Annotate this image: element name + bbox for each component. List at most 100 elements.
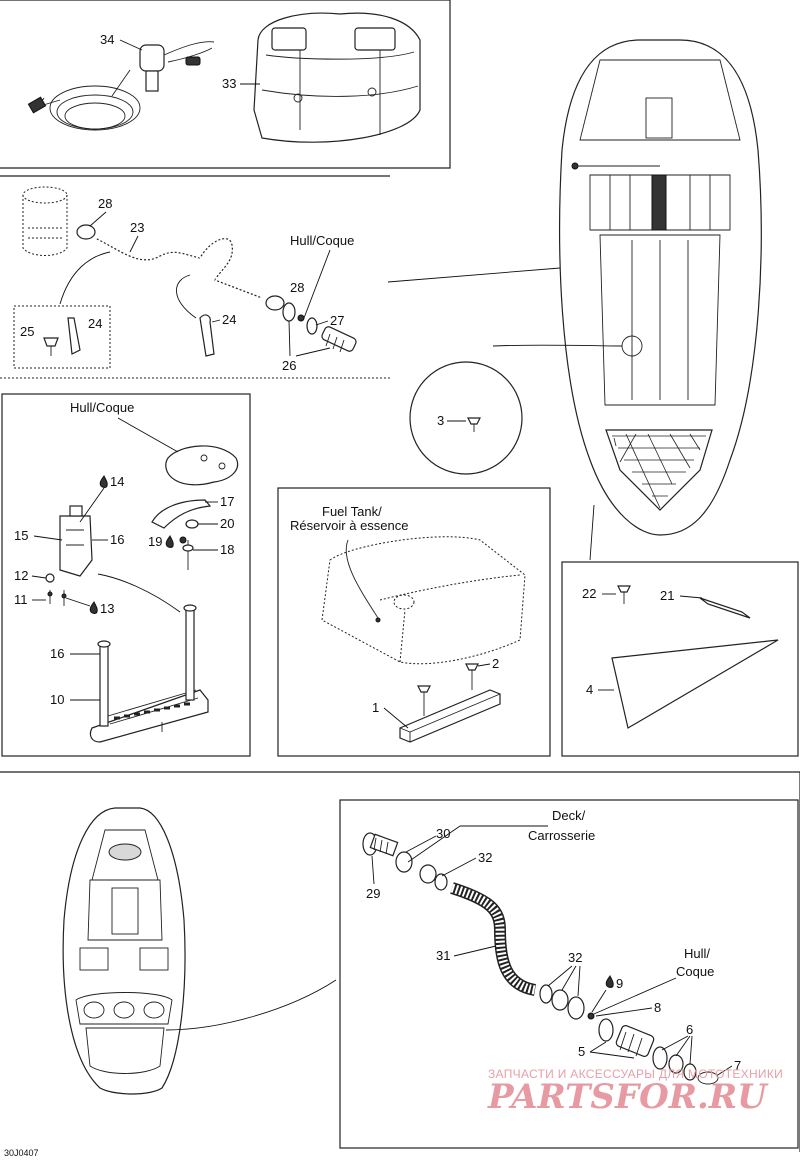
callout-12: 12 (14, 568, 28, 583)
strip-21 (699, 597, 751, 619)
hull-fitting-26 (321, 326, 357, 353)
support-block-1 (399, 689, 501, 743)
callout-28b: 28 (290, 280, 304, 295)
panel-bilge-pump-frame (0, 0, 451, 169)
watermark-line2: PARTSFOR.RU (487, 1077, 769, 1117)
caption-coque-b: Coque (676, 964, 714, 979)
hose-clamp-28a (76, 224, 96, 240)
callout-29: 29 (366, 886, 380, 901)
detail-circle-3 (409, 361, 523, 475)
fuel-tank-sketch (321, 536, 526, 665)
panel-fuel-tank-frame (277, 487, 551, 757)
callout-7: 7 (734, 1058, 741, 1073)
nut-32a (419, 864, 437, 884)
watercraft-deck-view (62, 807, 186, 1095)
bilge-pump-bracket-33 (253, 12, 421, 143)
drain-fitting-29 (362, 832, 399, 857)
callout-5: 5 (578, 1044, 585, 1059)
callout-13: 13 (100, 601, 114, 616)
hull-mount-plate (165, 445, 239, 486)
caption-hull-coque-a: Hull/Coque (290, 233, 354, 248)
callout-11: 11 (14, 592, 28, 607)
panel-hull-plate-frame (561, 561, 799, 757)
callout-25: 25 (20, 324, 34, 339)
screws-11-12 (45, 573, 67, 606)
clamp-32b (434, 873, 448, 891)
adhesive-13-icon (89, 601, 98, 614)
callout-27: 27 (330, 313, 344, 328)
screw-3 (467, 417, 481, 432)
washer-5 (598, 1018, 614, 1042)
callout-18: 18 (220, 542, 234, 557)
callout-6: 6 (686, 1022, 693, 1037)
callout-4: 4 (586, 682, 593, 697)
screw-25 (43, 337, 59, 356)
washer-32e (567, 996, 585, 1020)
panel-battery-holder-frame (1, 393, 251, 757)
plate-4 (611, 639, 779, 729)
callout-24b: 24 (222, 312, 236, 327)
callout-17: 17 (220, 494, 234, 509)
adhesive-9-icon (605, 975, 614, 988)
diagram-code: 30J0407 (4, 1148, 39, 1158)
tie-strap-24-right (199, 314, 215, 357)
callout-16b: 16 (50, 646, 64, 661)
caption-reservoir: Réservoir à essence (290, 518, 409, 533)
callout-26: 26 (282, 358, 296, 373)
callout-1: 1 (372, 700, 379, 715)
panel-drain-inner-frame (339, 799, 799, 1149)
washer-26 (282, 302, 296, 322)
strap-17 (151, 499, 212, 529)
drain-hose-31 (450, 882, 537, 996)
tie-strap-24-left (67, 317, 81, 355)
callout-14: 14 (110, 474, 124, 489)
o-ring-8 (587, 1012, 595, 1020)
panel-drain-frame (0, 771, 800, 1152)
callout-8: 8 (654, 1000, 661, 1015)
detail-box-24-25 (13, 305, 111, 369)
callout-16a: 16 (110, 532, 124, 547)
bolt-18 (182, 540, 194, 570)
callout-30: 30 (436, 826, 450, 841)
callout-21: 21 (660, 588, 674, 603)
callout-23: 23 (130, 220, 144, 235)
o-ring-27 (297, 314, 305, 322)
hull-fitting-6 (615, 1025, 719, 1085)
callout-10: 10 (50, 692, 64, 707)
callout-34: 34 (100, 32, 114, 47)
callout-33: 33 (222, 76, 236, 91)
callout-19: 19 (148, 534, 162, 549)
callout-32b: 32 (568, 950, 582, 965)
washer-27 (306, 317, 318, 335)
callout-32a: 32 (478, 850, 492, 865)
bilge-hose-23 (94, 236, 263, 300)
bracket-16 (59, 505, 93, 577)
bilge-pump-assembly (27, 41, 215, 131)
callout-20: 20 (220, 516, 234, 531)
adhesive-14-icon (99, 475, 108, 488)
caption-carrosserie: Carrosserie (528, 828, 595, 843)
callout-2: 2 (492, 656, 499, 671)
nut-19 (179, 536, 187, 544)
callout-31: 31 (436, 948, 450, 963)
callout-22: 22 (582, 586, 596, 601)
pump-body-sketch (22, 186, 68, 256)
battery-tray-10 (89, 604, 209, 743)
clamp-32c (539, 984, 553, 1004)
callout-28a: 28 (98, 196, 112, 211)
caption-hull-coque-b: Hull/Coque (70, 400, 134, 415)
washer-30 (395, 851, 413, 873)
callout-24a: 24 (88, 316, 102, 331)
callout-9: 9 (616, 976, 623, 991)
washer-20 (185, 519, 199, 529)
adhesive-19-icon (165, 535, 174, 548)
screw-22 (617, 585, 631, 604)
hose-clamp-28b (265, 295, 285, 311)
caption-hull-b: Hull/ (684, 946, 710, 961)
callout-3: 3 (437, 413, 444, 428)
watermark-line1: ЗАПЧАСТИ И АКСЕССУАРЫ ДЛЯ МОТОТЕХНИКИ (488, 1067, 783, 1081)
nut-32d (551, 989, 569, 1011)
caption-fuel-tank: Fuel Tank/ (322, 504, 382, 519)
watercraft-top-view (559, 39, 762, 536)
